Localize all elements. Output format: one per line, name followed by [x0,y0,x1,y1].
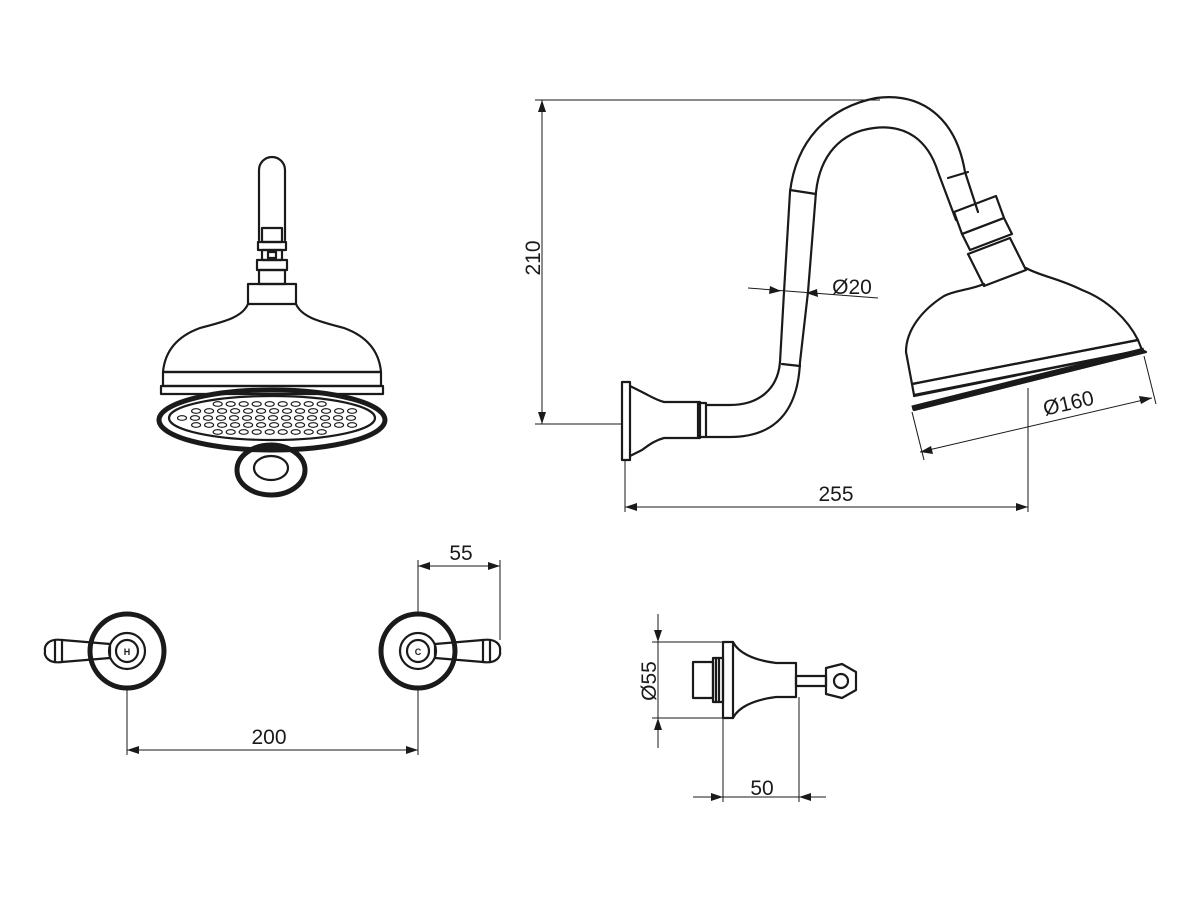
rose-hole [202,415,214,421]
rose-hole [256,422,267,428]
rose-hole [282,422,293,428]
label-200: 200 [251,726,286,749]
label-dia20: Ø20 [832,276,872,299]
tap-side-view [691,640,858,720]
shower-arm-front [257,155,287,242]
rose-hole [347,408,358,414]
dimension-lines [126,99,1157,802]
shower-arm-outer [704,96,980,407]
rose-hole [230,422,241,428]
rose-hole [251,429,262,435]
rose-hole [204,422,215,428]
rose-hole [277,429,288,435]
tap-body-side [721,640,798,720]
rose-hole [345,415,357,421]
label-255: 255 [818,483,853,506]
rose-hole [280,415,292,421]
rose-hole [290,429,301,435]
rose-hole [230,408,241,414]
rose-hole [293,415,305,421]
rose-hole [334,408,345,414]
rose-hole [295,408,306,414]
label-dia55: Ø55 [638,661,661,701]
rose-hole [282,408,293,414]
rose-hole [308,422,319,428]
rose-hole [316,401,327,407]
rose-hole [238,429,249,435]
cold-mark: C [415,647,422,657]
rose-hole [334,422,345,428]
shower-head-side [904,266,1140,386]
rose-hole [269,408,280,414]
rose-hole [217,422,228,428]
rose-holes [176,401,358,435]
rose-hole [264,429,275,435]
wall-bracket-ring [234,442,308,498]
shower-arm-inner [704,126,958,439]
rose-hole [321,408,332,414]
rose-hole [277,401,288,407]
hot-mark: H [124,647,131,657]
rose-hole [225,429,236,435]
hot-tap-front: H [43,611,167,691]
shower-dome [161,302,383,374]
rose-hole [306,415,318,421]
rose-hole [316,429,327,435]
rose-hole [267,415,279,421]
rose-hole [303,429,314,435]
rose-hole [332,415,344,421]
rose-hole [254,415,266,421]
rose-hole [212,401,223,407]
rose-hole [243,422,254,428]
rose-hole [303,401,314,407]
hot-lever [60,638,112,664]
label-dia160: Ø160 [1041,387,1096,421]
rose-hole [191,422,202,428]
rose-hole [228,415,240,421]
tap-handle-side [824,662,858,700]
rose-hole [243,408,254,414]
rose-hole [212,429,223,435]
rose-hole [176,415,188,421]
rose-hole [251,401,262,407]
rose-hole [290,401,301,407]
dim-line-dia160 [919,397,1153,453]
rose-hole [256,408,267,414]
shower-head-front-view [156,155,388,498]
rose-hole [308,408,319,414]
rose-hole [269,422,280,428]
rose-hole [238,401,249,407]
cold-tap-front: C [378,611,502,691]
rose-hole [215,415,227,421]
rose-hole [295,422,306,428]
rose-hole [225,401,236,407]
shower-side-view [620,96,1148,462]
rose-hole [347,422,358,428]
rose-hole [241,415,253,421]
rose-hole [319,415,331,421]
rose-hole [321,422,332,428]
label-55: 55 [449,542,472,565]
label-210: 210 [522,240,545,275]
label-50: 50 [750,777,773,800]
wall-flange-side [620,380,632,462]
rose-hole [191,408,202,414]
cold-lever [433,638,485,664]
rose-hole [264,401,275,407]
rose-hole [189,415,201,421]
shower-rose [156,387,388,453]
rose-hole [204,408,215,414]
dimension-labels: 210 Ø20 Ø160 255 55 200 Ø55 50 [251,240,1096,800]
rose-hole [217,408,228,414]
